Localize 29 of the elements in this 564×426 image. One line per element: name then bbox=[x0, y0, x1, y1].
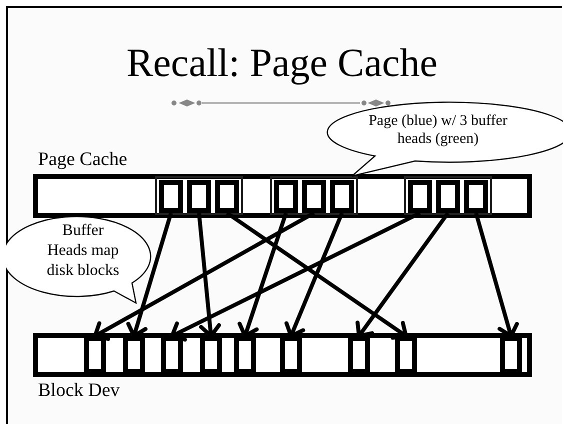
buffer-head-box bbox=[302, 180, 326, 213]
disk-block-box bbox=[395, 336, 417, 374]
buffer-head-box bbox=[159, 180, 183, 213]
buffer-head-box bbox=[436, 180, 460, 213]
page-box bbox=[155, 176, 243, 215]
buffer-head-box bbox=[187, 180, 211, 213]
disk-block-box bbox=[348, 336, 370, 374]
slide-title: Recall: Page Cache bbox=[126, 40, 438, 86]
disk-block-box bbox=[200, 336, 222, 374]
page-box bbox=[404, 176, 492, 215]
disk-block-box bbox=[280, 336, 302, 374]
section-heading: Page Cache bbox=[38, 149, 128, 171]
section-heading: Block Dev bbox=[38, 380, 120, 402]
disk-block-box bbox=[84, 336, 106, 374]
buffer-head-box bbox=[464, 180, 488, 213]
buffer-head-box bbox=[215, 180, 239, 213]
callout-text: Page (blue) w/ 3 buffer heads (green) bbox=[368, 112, 508, 148]
arrow bbox=[170, 211, 421, 342]
buffer-head-box bbox=[408, 180, 432, 213]
disk-block-box bbox=[161, 336, 183, 374]
disk-block-box bbox=[123, 336, 145, 374]
callout-text: Buffer Heads map disk blocks bbox=[46, 221, 120, 281]
buffer-head-box bbox=[274, 180, 298, 213]
buffer-head-box bbox=[330, 180, 354, 213]
page-box bbox=[270, 176, 358, 215]
arrow bbox=[226, 211, 408, 340]
disk-block-box bbox=[500, 336, 522, 374]
disk-block-box bbox=[234, 336, 256, 374]
arrow bbox=[93, 211, 315, 341]
